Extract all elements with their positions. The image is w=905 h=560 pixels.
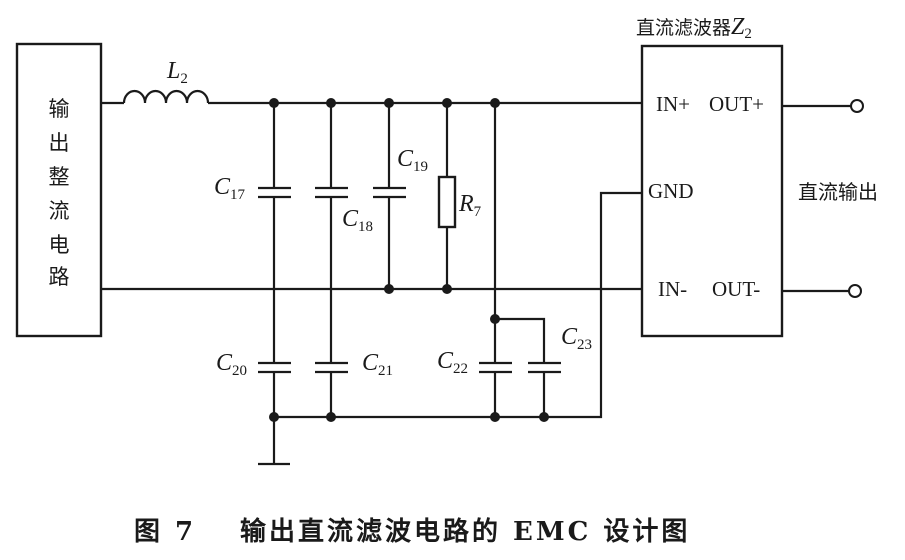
resistor-r7 [437,175,457,229]
junction-dot [269,412,279,422]
figure-caption: 输出直流滤波电路的 EMC 设计图 [240,516,690,547]
junction-dot [326,412,336,422]
pin-out-minus: OUT- [712,277,760,301]
figure-number: 图 7 [134,517,196,547]
capacitor-c23-label: C23 [561,324,592,353]
wire-ground-bus [274,191,642,419]
rectifier-block [15,42,103,338]
rectifier-char: 出 [49,131,70,155]
capacitor-c18-label: C18 [342,206,373,235]
rectifier-char: 电 [49,233,70,257]
pin-in-minus: IN- [658,277,687,301]
output-terminal-plus [850,99,864,113]
junction-dot [326,98,336,108]
inductor-l2-coil [122,89,210,104]
junction-dot [490,412,500,422]
output-terminal-minus [848,284,862,298]
rectifier-char: 整 [49,165,70,189]
dc-filter-title: 直流滤波器Z2 [636,14,752,42]
wire-c23-top [495,317,546,363]
dc-filter-block [640,44,784,338]
junction-dot [490,98,500,108]
junction-dots [269,98,549,422]
pin-out-plus: OUT+ [709,92,764,116]
junction-dot [442,98,452,108]
capacitor-c21-label: C21 [362,350,393,379]
pin-gnd: GND [648,179,694,203]
junction-dot [384,98,394,108]
junction-dot [490,314,500,324]
junction-dot [384,284,394,294]
capacitor-c20-label: C20 [216,350,247,379]
rectifier-char: 流 [49,199,70,223]
capacitor-c19-label: C19 [397,146,428,175]
pin-in-plus: IN+ [656,92,690,116]
capacitor-c22-label: C22 [437,348,468,377]
rectifier-block-label: 输 出 整 流 电 路 [49,97,70,289]
junction-dot [442,284,452,294]
junction-dot [539,412,549,422]
rectifier-char: 输 [49,97,70,121]
junction-dot [269,98,279,108]
resistor-r7-label: R7 [458,191,482,220]
capacitor-c17-label: C17 [214,174,246,203]
rectifier-char: 路 [49,265,70,289]
dc-output-label: 直流输出 [798,180,878,204]
inductor-l2-label: L2 [166,58,188,87]
